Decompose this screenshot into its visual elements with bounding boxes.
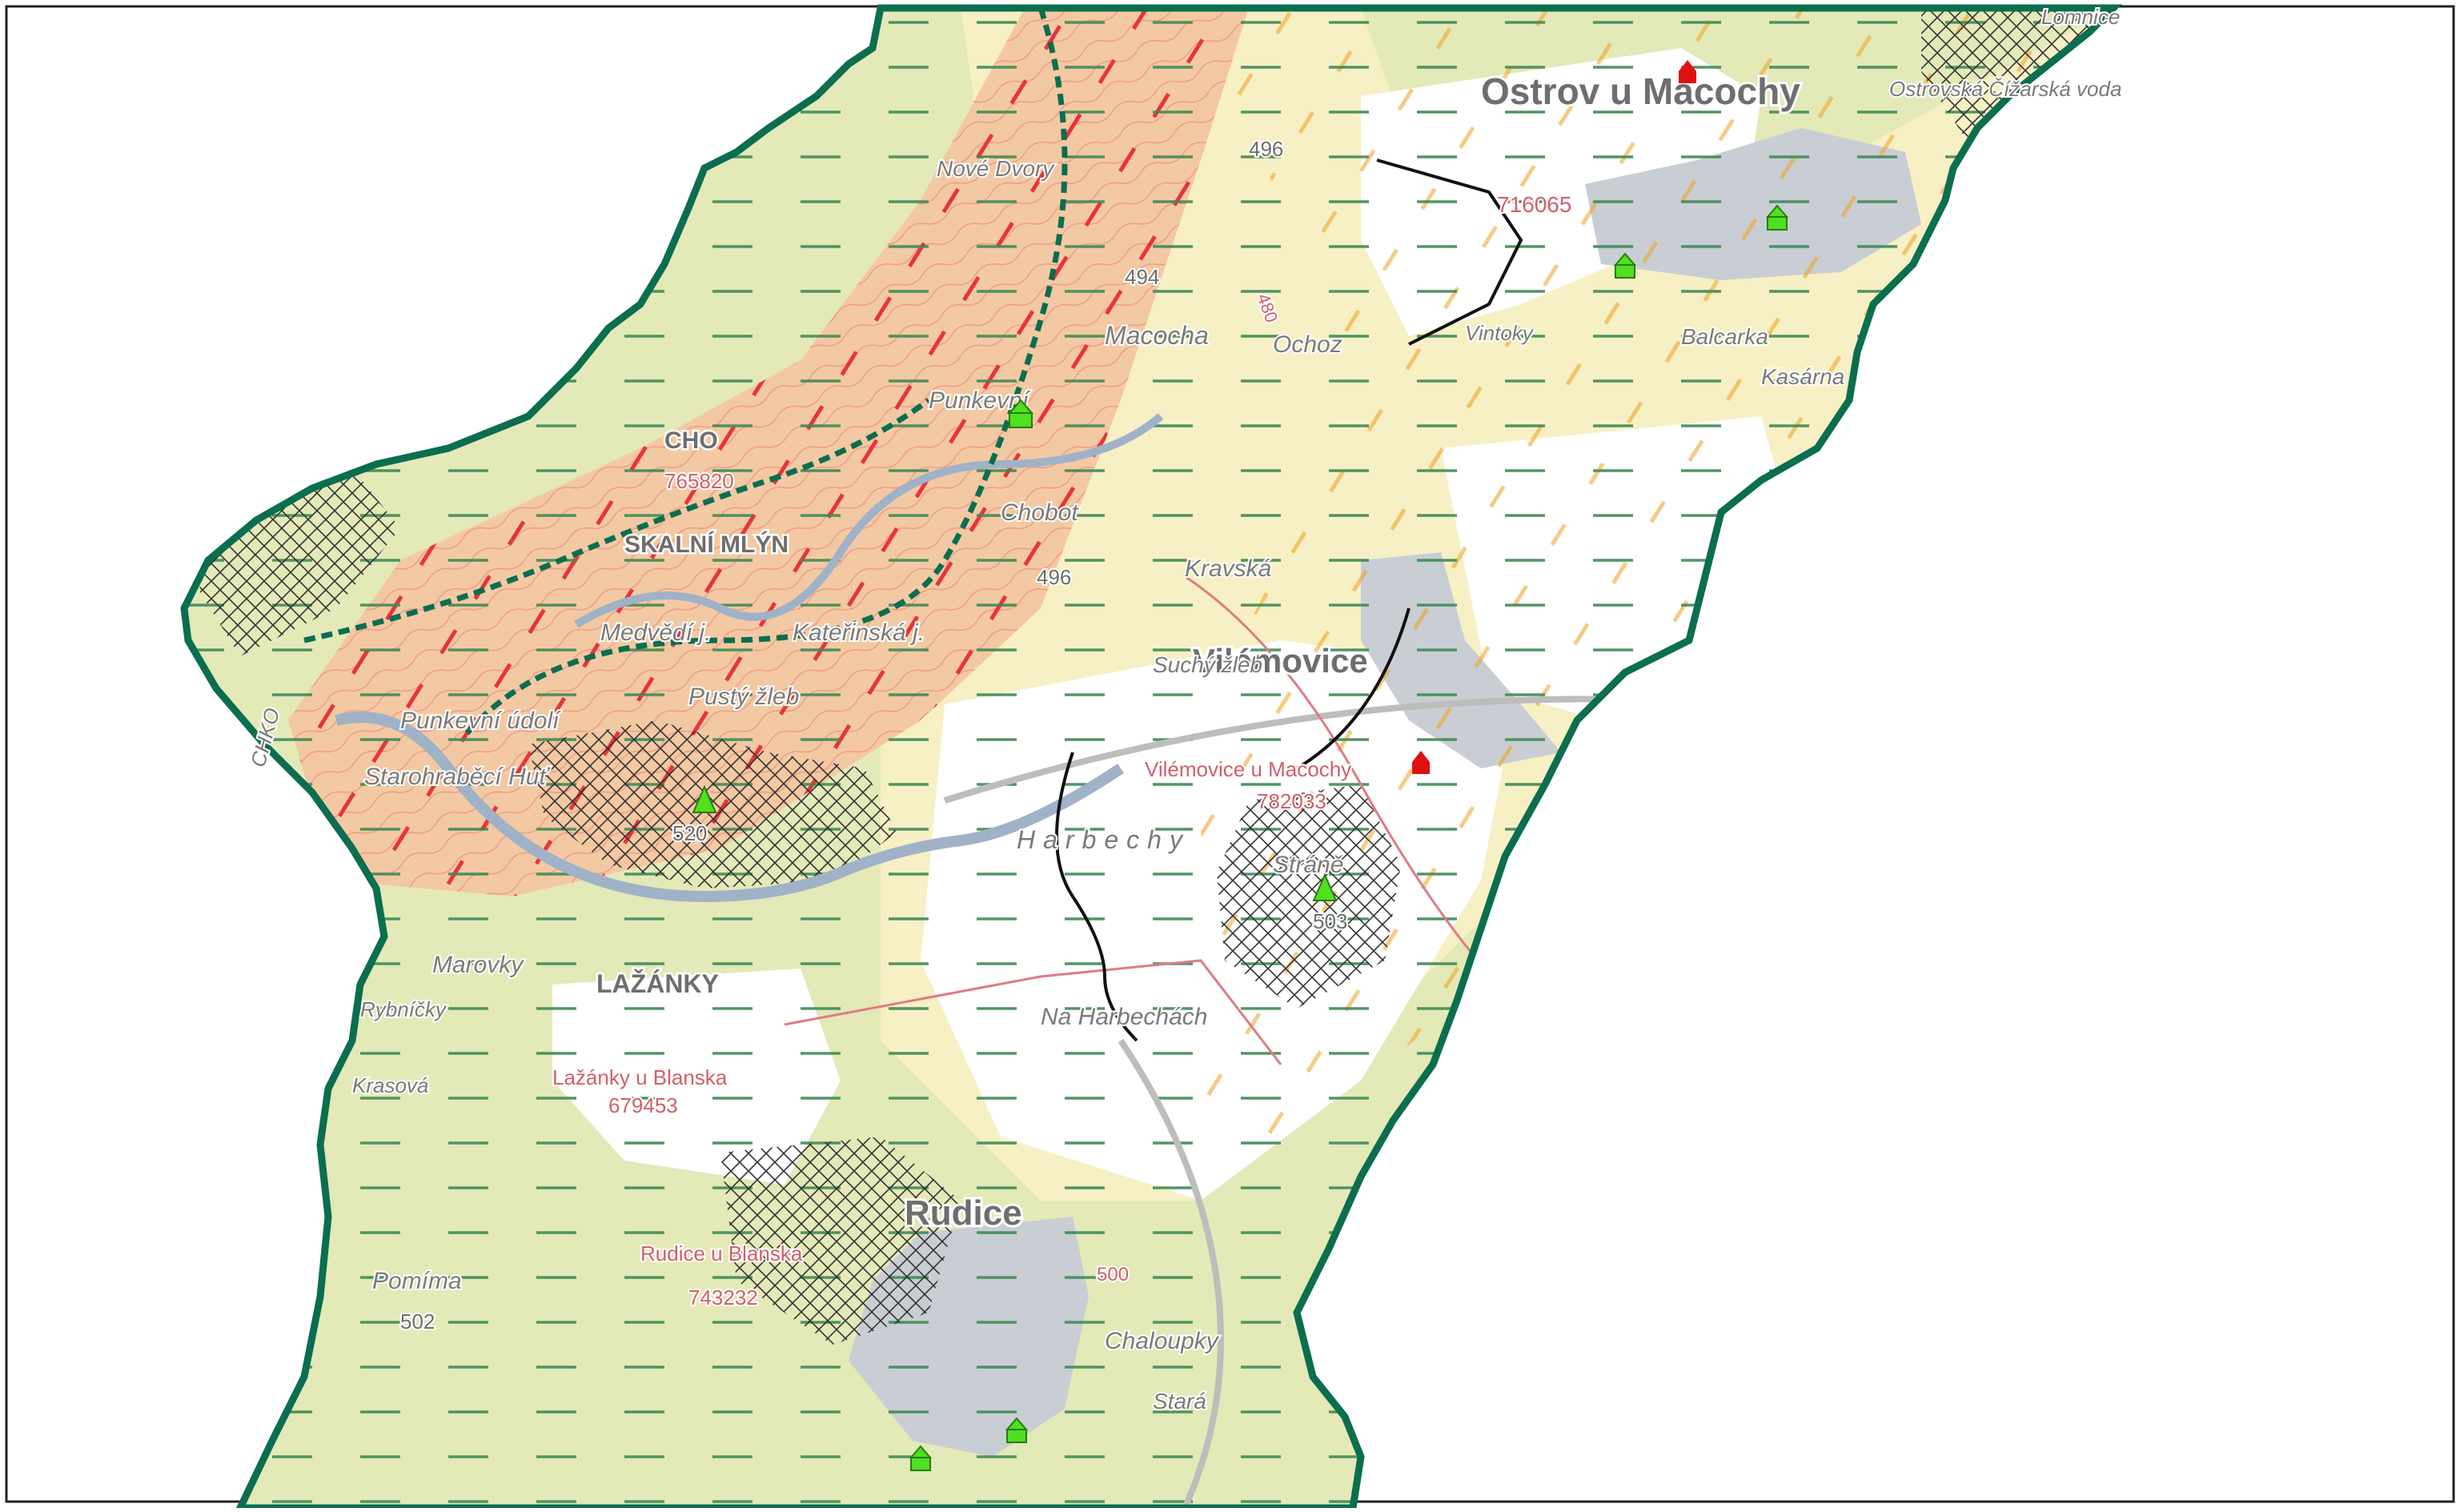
cadastral-name-vilemovice: Vilémovice u Macochy bbox=[1145, 757, 1351, 781]
chapel-icon[interactable] bbox=[1412, 751, 1430, 774]
church-icon[interactable] bbox=[1613, 252, 1637, 279]
place-label-strane: Stráně bbox=[1273, 852, 1343, 878]
elevation-label-520: 520 bbox=[672, 821, 707, 845]
cadastral-code-765820: 765820 bbox=[664, 469, 734, 493]
place-label-ostrovska-voda: Ostrovská Čížarská voda bbox=[1889, 77, 2121, 101]
church-icon[interactable] bbox=[1007, 399, 1034, 428]
place-label-medvedi: Medvědí j. bbox=[600, 620, 711, 646]
place-label-lomnice: Lomnice bbox=[2041, 5, 2120, 29]
place-label-nove-dvory: Nové Dvory bbox=[937, 156, 1055, 181]
place-label-pomima: Pomíma bbox=[372, 1268, 462, 1294]
place-label-vintoky: Vintoky bbox=[1465, 321, 1535, 345]
place-label-katerinska: Kateřinská j. bbox=[793, 620, 925, 646]
place-label-krasova: Krasová bbox=[352, 1073, 428, 1097]
place-label-na-harbechach: Na Harbechách bbox=[1041, 1004, 1207, 1030]
cadastral-name-lazanky: Lažánky u Blanska bbox=[552, 1065, 728, 1089]
elevation-label-494: 494 bbox=[1125, 265, 1159, 289]
chapel-icon[interactable] bbox=[1679, 60, 1696, 83]
elevation-label-502: 502 bbox=[400, 1309, 435, 1334]
village-label-ostrov-line1: Ostrov u Macochy bbox=[1481, 70, 1800, 112]
place-label-kasarna: Kasárna bbox=[1761, 364, 1844, 389]
place-label-chaloupky: Chaloupky bbox=[1105, 1328, 1220, 1354]
village-label-lazanky: LAŽÁNKY bbox=[596, 969, 719, 998]
place-label-macocha: Macocha bbox=[1105, 321, 1209, 350]
place-label-stara: Stará bbox=[1153, 1389, 1206, 1414]
place-label-balcarka: Balcarka bbox=[1681, 324, 1768, 349]
place-label-chobot: Chobot bbox=[1001, 499, 1079, 526]
place-label-marovky: Marovky bbox=[432, 952, 524, 978]
place-label-harbechy: Harbechy bbox=[1017, 825, 1190, 854]
elevation-label-496-chobot: 496 bbox=[1037, 565, 1071, 589]
place-label-ochoz: Ochoz bbox=[1273, 331, 1342, 358]
cadastral-name-rudice: Rudice u Blanska bbox=[640, 1241, 803, 1265]
elevation-label-500: 500 bbox=[1097, 1264, 1129, 1285]
church-icon[interactable] bbox=[909, 1445, 933, 1471]
place-label-starohrabeci-hut: Starohraběcí Huť bbox=[364, 764, 550, 790]
cadastral-code-782033: 782033 bbox=[1257, 789, 1326, 813]
place-label-punkevni-udoli: Punkevní údolí bbox=[400, 708, 561, 734]
place-label-kravska: Kravská bbox=[1185, 555, 1271, 582]
place-label-pusty-zleb: Pustý žleb bbox=[688, 684, 799, 710]
elevation-label-503: 503 bbox=[1313, 909, 1347, 933]
cadastral-code-716065: 716065 bbox=[1497, 192, 1571, 217]
place-label-rybnicky: Rybníčky bbox=[360, 997, 447, 1021]
village-label-vilemovice: Vilémovice bbox=[1193, 642, 1368, 680]
tree-icon[interactable] bbox=[1312, 872, 1338, 901]
cadastral-code-679453: 679453 bbox=[608, 1093, 678, 1117]
elevation-label-496-north: 496 bbox=[1249, 137, 1283, 161]
village-label-skalni-mlyn: SKALNÍ MLÝN bbox=[624, 531, 789, 558]
tree-icon[interactable] bbox=[692, 784, 717, 813]
church-icon[interactable] bbox=[1765, 204, 1789, 231]
place-label-suchy-zleb: Suchý žleb bbox=[1153, 652, 1262, 677]
church-icon[interactable] bbox=[1005, 1417, 1029, 1443]
village-label-rudice: Rudice bbox=[905, 1193, 1022, 1233]
village-label-cho: CHO bbox=[664, 427, 718, 454]
cadastral-code-743232: 743232 bbox=[688, 1285, 758, 1309]
